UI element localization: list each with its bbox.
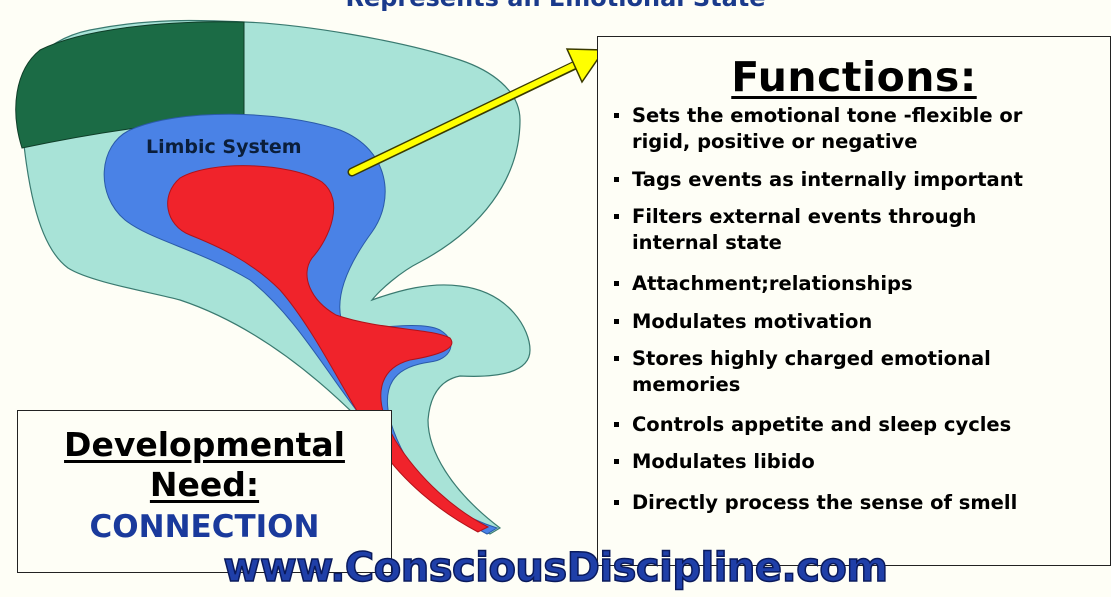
bullet-icon [614,281,619,286]
function-item: Directly process the sense of smell [612,491,1023,514]
functions-title: Functions: [598,53,1110,101]
functions-list: Sets the emotional tone -flexible or rig… [612,104,1023,514]
function-text: Tags events as internally important [632,168,1023,191]
need-value: CONNECTION [18,509,391,545]
function-item: Modulates libido [612,450,1023,473]
website-link[interactable]: www.ConsciousDiscipline.com [0,545,1111,591]
bullet-icon [614,177,619,182]
functions-panel: Functions: Sets the emotional tone -flex… [597,36,1111,566]
function-text: Modulates libido [632,450,815,473]
function-item: Stores highly charged emotional [612,347,1023,370]
function-text: rigid, positive or negative [632,130,917,153]
function-item-continued: internal state [612,231,1023,254]
bullet-icon [614,459,619,464]
function-item: Filters external events through [612,205,1023,228]
bullet-icon [614,319,619,324]
function-item-continued: memories [612,373,1023,396]
bullet-icon [614,422,619,427]
function-text: Directly process the sense of smell [632,491,1017,514]
function-item: Attachment;relationships [612,272,1023,295]
function-text: Stores highly charged emotional [632,347,991,370]
function-text: memories [632,373,740,396]
function-item: Tags events as internally important [612,168,1023,191]
function-text: Sets the emotional tone -flexible or [632,104,1022,127]
function-text: Modulates motivation [632,310,872,333]
function-item-continued: rigid, positive or negative [612,130,1023,153]
function-text: internal state [632,231,782,254]
bullet-icon [614,356,619,361]
function-item: Controls appetite and sleep cycles [612,413,1023,436]
bullet-icon [614,500,619,505]
developmental-title: Developmental [18,425,391,464]
function-item: Sets the emotional tone -flexible or [612,104,1023,127]
need-title: Need: [18,465,391,504]
function-text: Attachment;relationships [632,272,913,295]
bullet-icon [614,214,619,219]
function-text: Filters external events through [632,205,976,228]
function-item: Modulates motivation [612,310,1023,333]
function-text: Controls appetite and sleep cycles [632,413,1011,436]
limbic-system-label: Limbic System [146,136,302,158]
bullet-icon [614,113,619,118]
